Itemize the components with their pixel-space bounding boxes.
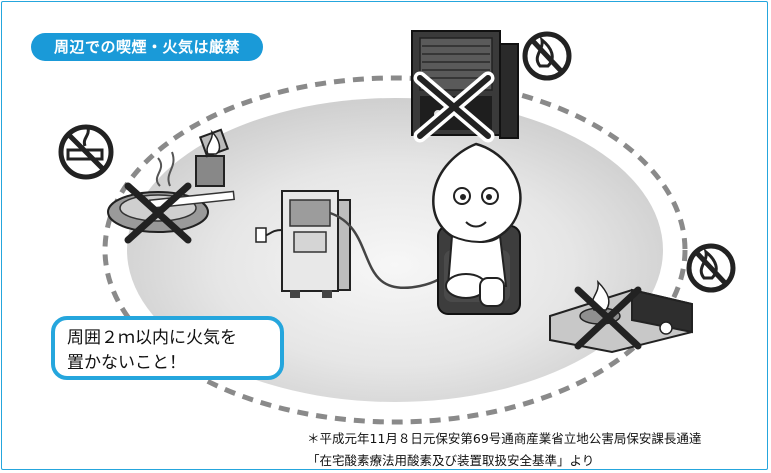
cross-mark-icon: [574, 286, 642, 350]
callout-line-1: 周囲２ｍ以内に火気を: [67, 328, 237, 348]
boundary-ring: [102, 75, 688, 425]
callout-line-2: 置かないこと！: [67, 353, 186, 373]
oxygen-concentrator-icon: [255, 190, 351, 298]
no-smoking-icon: [58, 124, 114, 180]
mascot-character: [432, 142, 522, 315]
banner-title: 周辺での喫煙・火気は厳禁: [31, 33, 263, 61]
no-fire-icon: [686, 243, 736, 293]
warning-callout: 周囲２ｍ以内に火気を 置かないこと！: [51, 316, 284, 380]
cross-mark-icon: [124, 182, 192, 244]
cross-mark-icon: [417, 75, 491, 139]
source-footnote: ＊平成元年11月８日元保安第69号通商産業省立地公害局保安課長通達 「在宅酸素療…: [307, 428, 767, 472]
lighter-icon: [195, 128, 230, 187]
no-fire-icon: [522, 31, 572, 81]
footnote-line-2: 「在宅酸素療法用酸素及び装置取扱安全基準」より: [307, 453, 595, 468]
footnote-line-1: ＊平成元年11月８日元保安第69号通商産業省立地公害局保安課長通達: [307, 431, 702, 446]
